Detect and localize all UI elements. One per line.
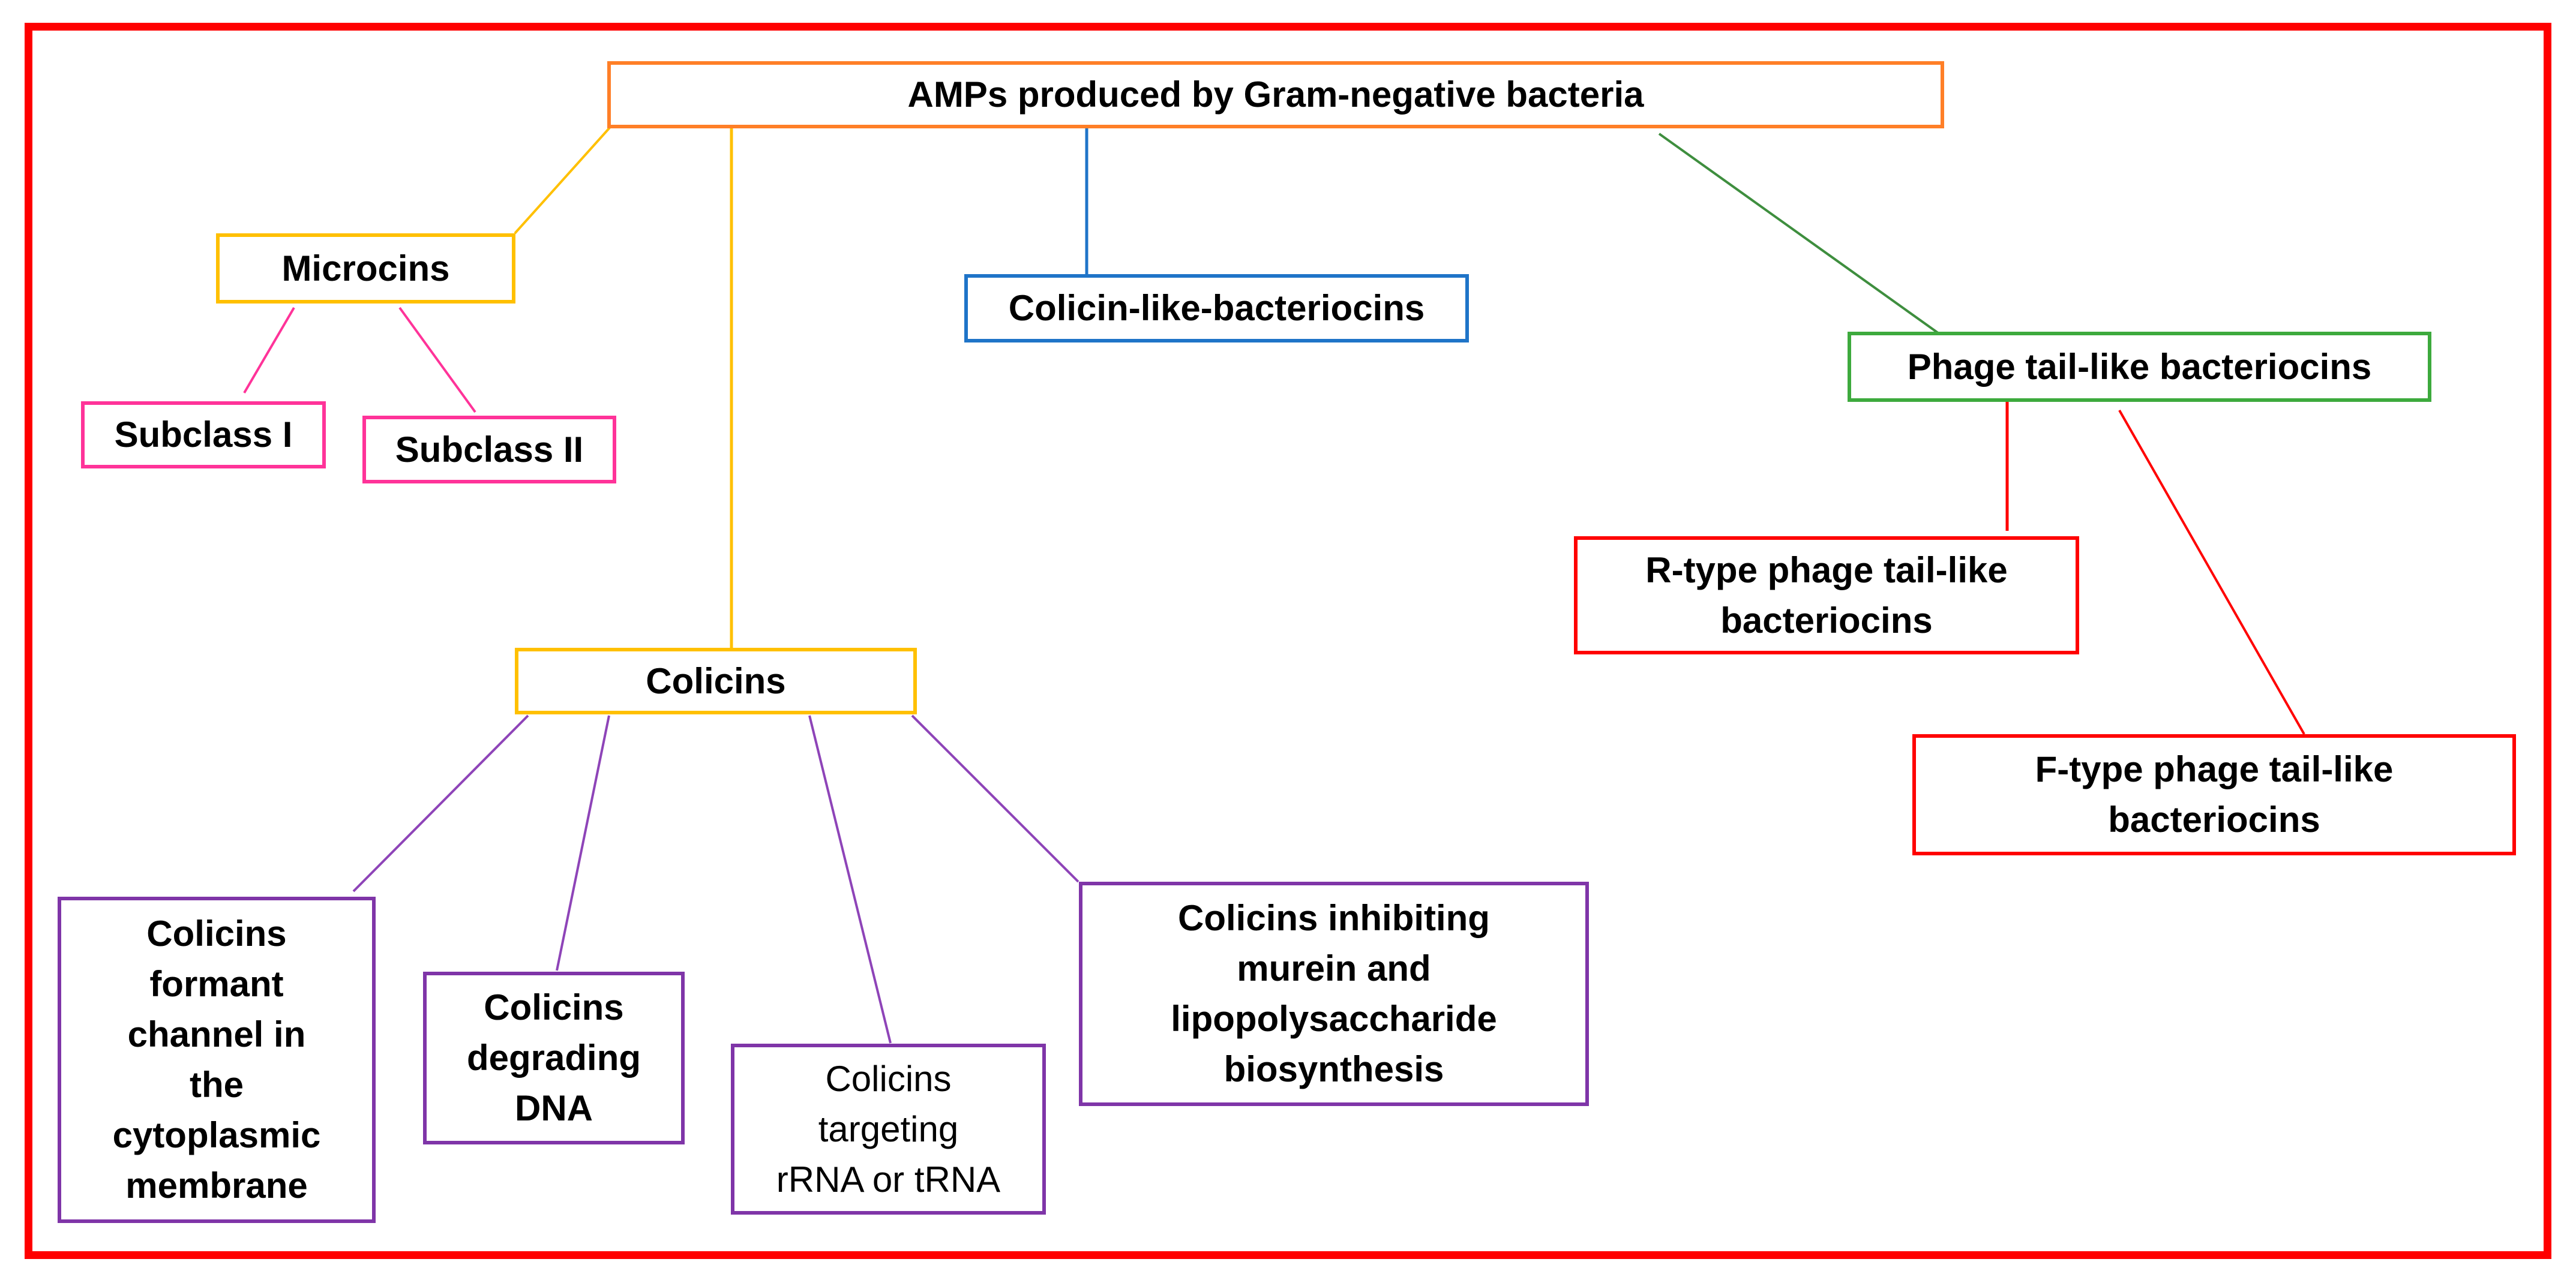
node-r-type: R-type phage tail-like bacteriocins [1574,536,2079,654]
node-colicin-like-bacteriocins: Colicin-like-bacteriocins [964,274,1469,342]
node-colicins-channel: Colicins formant channel in the cytoplas… [58,897,376,1223]
node-subclass-2: Subclass II [362,416,616,483]
node-label: Phage tail-like bacteriocins [1907,346,2372,387]
node-colicins-rna: Colicins targeting rRNA or tRNA [731,1044,1046,1215]
node-microcins: Microcins [216,233,515,304]
edge-microcins-subclass-1 [243,307,295,394]
node-label: Colicins inhibiting murein and lipopolys… [1171,898,1497,1089]
edge-root-phage [1658,133,1942,336]
edge-colicins-murein [911,714,1079,883]
node-label: Subclass I [114,414,293,455]
node-label: Colicin-like-bacteriocins [1008,288,1425,328]
edge-colicins-rna [808,715,892,1044]
edge-phage-f-type [2118,410,2305,735]
node-phage-tail-like-bacteriocins: Phage tail-like bacteriocins [1848,332,2431,402]
node-label: AMPs produced by Gram-negative bacteria [907,74,1644,115]
node-colicins: Colicins [515,648,917,714]
node-label: Colicins [646,660,786,701]
edge-microcins-subclass-2 [398,307,476,413]
node-colicins-dna: Colicins degrading DNA [423,972,685,1144]
node-label: R-type phage tail-like bacteriocins [1645,549,2008,641]
node-label: F-type phage tail-like bacteriocins [2035,749,2394,840]
node-label: Colicins degrading DNA [466,987,641,1128]
node-colicins-murein: Colicins inhibiting murein and lipopolys… [1079,882,1589,1106]
node-label: Subclass II [395,429,584,470]
node-label: Colicins targeting rRNA or tRNA [776,1058,1001,1200]
edge-colicins-channel [352,714,529,893]
edge-root-microcins [514,127,611,235]
node-amps-root: AMPs produced by Gram-negative bacteria [607,61,1944,128]
node-label: Colicins formant channel in the cytoplas… [112,914,321,1206]
node-label: Microcins [281,248,450,289]
node-subclass-1: Subclass I [81,401,326,468]
edge-colicins-dna [556,715,610,971]
node-f-type: F-type phage tail-like bacteriocins [1912,734,2516,855]
diagram-frame [25,23,2551,1259]
